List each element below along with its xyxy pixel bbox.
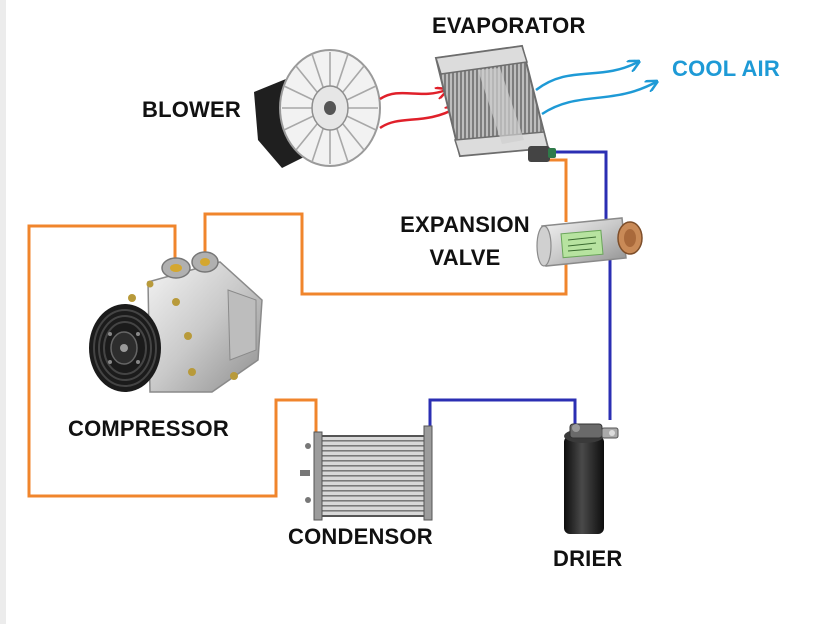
- expansion-valve-label-line1: EXPANSION: [400, 212, 530, 237]
- compressor-icon: [89, 251, 263, 393]
- evaporator-icon: [434, 44, 556, 162]
- compressor-to-expansion-line: [203, 212, 568, 296]
- condenser-icon: [300, 425, 433, 521]
- drier-icon: [564, 423, 619, 534]
- page-edge: [0, 0, 6, 624]
- expansion-to-evaporator-blue-line: [548, 150, 608, 222]
- evaporator-label: EVAPORATOR: [432, 13, 586, 38]
- cool-air-arrows: [535, 62, 656, 116]
- blower-label: BLOWER: [142, 97, 241, 122]
- cool-air-label: COOL AIR: [672, 56, 780, 81]
- drier-label: DRIER: [553, 546, 623, 571]
- compressor-to-condenser-line: [27, 224, 318, 498]
- condenser-to-drier-line: [428, 398, 577, 430]
- expansion-valve-label: EXPANSION VALVE: [392, 208, 538, 274]
- compressor-label: COMPRESSOR: [68, 416, 229, 441]
- refrigerant-lines: [27, 150, 612, 498]
- warm-air-arrows: [379, 90, 456, 130]
- condensor-label: CONDENSOR: [288, 524, 433, 549]
- expansion-valve-label-line2: VALVE: [429, 245, 501, 270]
- blower-icon: [254, 49, 381, 168]
- expansion-valve-icon: [536, 217, 643, 267]
- expansion-to-evaporator-line: [548, 158, 568, 222]
